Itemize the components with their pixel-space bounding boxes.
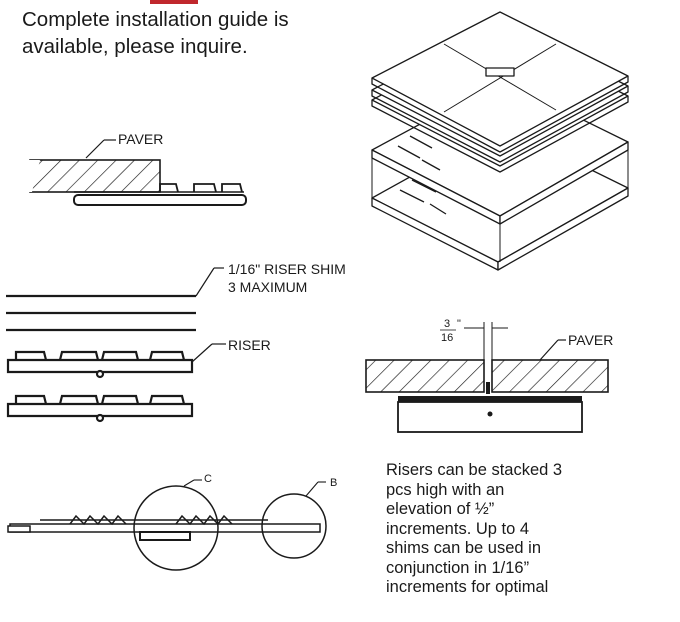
paver-label-right: PAVER <box>568 332 613 348</box>
shim-label-1: 1/16" RISER SHIM <box>228 261 346 277</box>
riser-label: RISER <box>228 337 271 353</box>
shim-label-2: 3 MAXIMUM <box>228 279 307 295</box>
note-line-2: pcs high with an <box>386 480 505 499</box>
edge-detail-view <box>7 479 327 571</box>
red-accent-bar <box>150 0 198 4</box>
paver-top-layer <box>371 11 629 153</box>
gap-denominator: 16 <box>441 332 453 344</box>
detail-label-b: B <box>330 477 337 489</box>
note-line-4: increments. Up to 4 <box>386 519 530 538</box>
riser-upper <box>6 350 194 379</box>
stacking-note: Risers can be stacked 3 pcs high with an… <box>386 461 626 598</box>
riser-lower <box>6 394 194 423</box>
note-line-3: elevation of ½” <box>386 500 495 518</box>
note-line-6: conjunction in 1/16” <box>386 558 530 577</box>
note-line-7: increments for optimal <box>386 578 549 596</box>
intro-text: Complete installation guide is available… <box>22 6 289 60</box>
exploded-stack-view <box>371 11 629 271</box>
note-line-5: shims can be used in <box>386 539 542 557</box>
note-line-1: Risers can be stacked 3 <box>386 461 563 479</box>
shim-riser-side-view: 1/16" RISER SHIM 3 MAXIMUM RISER <box>6 261 346 423</box>
gap-detail: 3 16 " PAVER <box>365 318 613 433</box>
paver-profile-detail: PAVER <box>24 131 247 206</box>
gap-unit: " <box>457 318 461 330</box>
gap-numerator: 3 <box>444 318 450 330</box>
intro-line-1: Complete installation guide is <box>22 8 289 31</box>
intro-line-2: available, please inquire. <box>22 35 248 58</box>
paver-label-top: PAVER <box>118 131 163 147</box>
detail-circle-b <box>261 493 327 559</box>
detail-circle-c <box>133 485 219 571</box>
detail-label-c: C <box>204 473 212 485</box>
